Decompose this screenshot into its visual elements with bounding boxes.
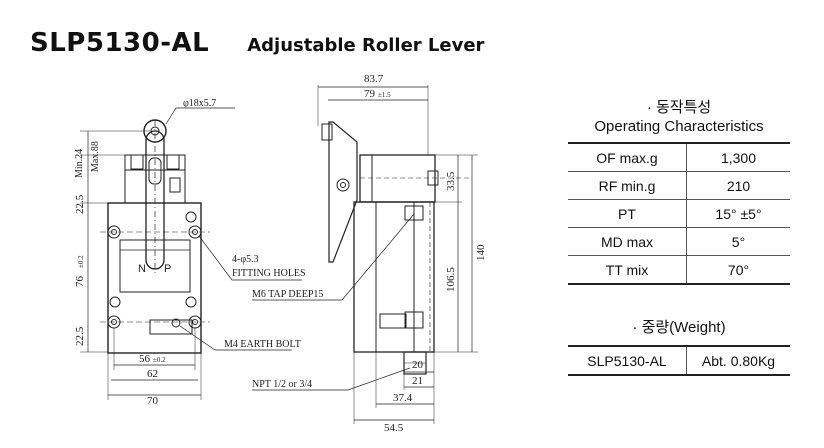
- characteristics-panel: · 동작특성 Operating Characteristics OF max.…: [568, 98, 790, 285]
- nameplate-n-label: N: [138, 263, 146, 275]
- row-label: PT: [568, 199, 687, 228]
- model-title: SLP5130-AL: [30, 28, 210, 58]
- weight-title: · 중량(Weight): [632, 319, 726, 336]
- width-62-label: 62: [147, 368, 158, 380]
- width-83-7-label: 83.7: [364, 73, 384, 85]
- fitting-holes-count-label: 4-φ5.3: [232, 254, 259, 265]
- row-label: RF min.g: [568, 171, 687, 200]
- height-33-5-label: 33.5: [445, 171, 457, 191]
- characteristics-title-ko: · 동작특성: [646, 99, 712, 116]
- fitting-holes: [107, 225, 202, 329]
- tap-label: M6 TAP DEEP15: [252, 289, 323, 300]
- row-value: 70°: [686, 255, 790, 285]
- product-subtitle: Adjustable Roller Lever: [247, 35, 485, 56]
- dim-mid-label: 76: [74, 276, 86, 288]
- height-106-5-label: 106.5: [445, 267, 457, 292]
- row-value: 15° ±5°: [686, 199, 790, 228]
- row-value: Abt. 0.80Kg: [686, 345, 790, 376]
- mount-screws: [109, 211, 197, 328]
- width-20-label: 20: [412, 359, 424, 371]
- row-label: OF max.g: [568, 142, 687, 172]
- row-label: TT mix: [568, 255, 687, 285]
- side-view: [252, 85, 478, 424]
- width-21-label: 21: [412, 375, 423, 387]
- technical-drawing: φ18x5.7 Min.24 Max.88 22.5 76 ±0.2 22.5 …: [74, 73, 487, 434]
- row-label: MD max: [568, 227, 687, 256]
- dim-mid-tol-label: ±0.2: [77, 255, 85, 268]
- nameplate: [119, 239, 191, 293]
- side-body: [353, 201, 435, 353]
- width-70-label: 70: [147, 395, 159, 407]
- front-view: [80, 107, 302, 400]
- max-stroke-label: Max.88: [90, 141, 101, 172]
- width-54-5-label: 54.5: [384, 422, 404, 434]
- width-56-tol-label: ±0.2: [153, 356, 166, 364]
- title-row: SLP5130-AL Adjustable Roller Lever: [30, 28, 484, 58]
- dim-top-label: 22.5: [74, 194, 86, 214]
- side-lever-plate: [328, 121, 358, 263]
- dim-bottom-label: 22.5: [74, 326, 86, 346]
- side-head: [359, 154, 436, 203]
- characteristics-title-en: Operating Characteristics: [594, 118, 764, 135]
- row-value: 5°: [686, 227, 790, 256]
- nameplate-p-label: P: [164, 263, 171, 275]
- width-56-label: 56: [139, 353, 151, 365]
- row-label: SLP5130-AL: [568, 345, 687, 376]
- width-79-tol-label: ±1.5: [378, 91, 391, 99]
- row-value: 1,300: [686, 142, 790, 172]
- switch-body: [107, 202, 202, 354]
- height-140-label: 140: [475, 244, 487, 261]
- row-value: 210: [686, 171, 790, 200]
- fitting-holes-label: FITTING HOLES: [232, 268, 306, 279]
- earth-bolt-label: M4 EARTH BOLT: [224, 339, 301, 350]
- roller-size-label: φ18x5.7: [183, 98, 216, 109]
- min-stroke-label: Min.24: [74, 149, 85, 178]
- npt-label: NPT 1/2 or 3/4: [252, 379, 312, 390]
- width-37-4-label: 37.4: [393, 392, 413, 404]
- width-79-label: 79: [364, 88, 376, 100]
